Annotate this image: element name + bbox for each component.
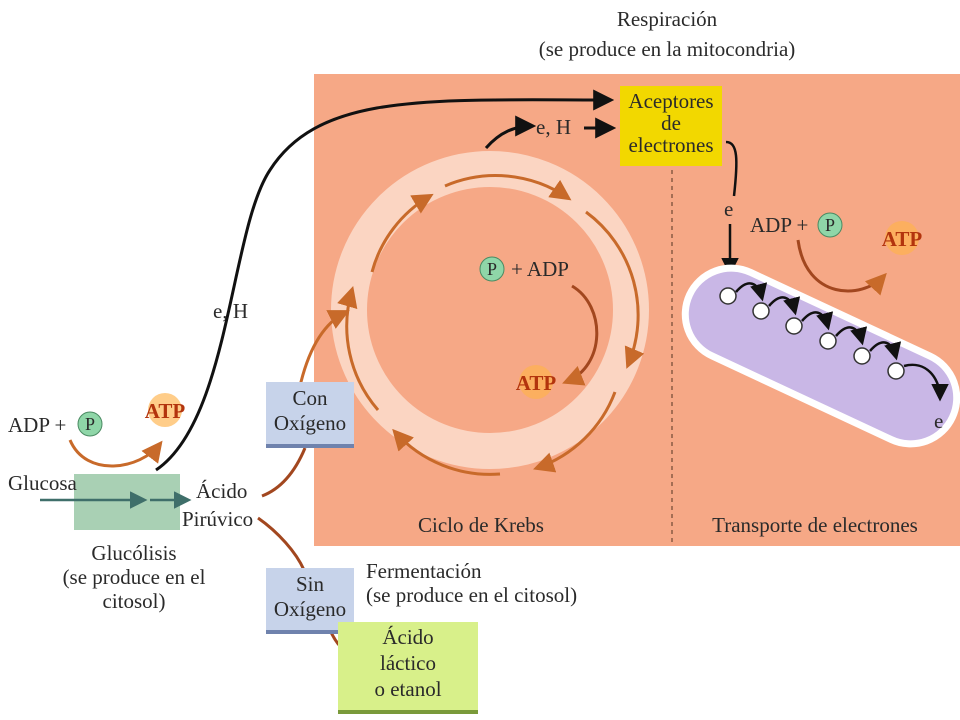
- krebs-cycle-arrows: [337, 174, 645, 476]
- acceptors-line2: de: [661, 111, 681, 135]
- without-oxygen-line2: Oxígeno: [274, 597, 346, 621]
- pyruvic-label-line1: Ácido: [196, 479, 247, 503]
- glycolysis-atp-burst-icon: [148, 393, 182, 427]
- glycolysis-e-h-label: e, H: [213, 299, 248, 323]
- etc-atp-arrow: [796, 239, 887, 296]
- electron-carrier-circles: [719, 287, 905, 380]
- electron-hop-arrows: [735, 282, 949, 402]
- glycolysis-label-line1: Glucólisis: [91, 541, 176, 565]
- respiration-subtitle: (se produce en la mitocondria): [539, 37, 796, 61]
- glycolysis-label-line2: (se produce en el: [63, 565, 206, 589]
- krebs-cycle-label: Ciclo de Krebs: [418, 513, 544, 537]
- fermentation-title: Fermentación: [366, 559, 482, 583]
- acceptors-down-line: [725, 140, 738, 197]
- krebs-phosphate-label: P: [487, 259, 497, 279]
- krebs-adp-label: + ADP: [511, 257, 569, 281]
- glycolysis-adp-label: ADP +: [8, 413, 66, 437]
- fermentation-subtitle: (se produce en el citosol): [366, 583, 577, 607]
- krebs-atp-label: ATP: [516, 371, 557, 395]
- krebs-e-h-label: e, H: [536, 115, 571, 139]
- etc-atp-burst-icon: [885, 221, 919, 255]
- glycolysis-phosphate-icon: [77, 411, 103, 437]
- electron-transport-label: Transporte de electrones: [712, 513, 918, 537]
- lactic-line1: Ácido: [382, 625, 433, 649]
- etc-phosphate-label: P: [825, 215, 835, 235]
- respiration-title: Respiración: [617, 7, 718, 31]
- lactic-line2: láctico: [380, 651, 436, 675]
- glycolysis-atp-label: ATP: [145, 399, 186, 423]
- with-oxygen-line1: Con: [292, 386, 328, 410]
- pyruvic-to-oxygen-line: [261, 447, 307, 498]
- glycolysis-phosphate-label: P: [85, 414, 95, 434]
- pyruvic-label-line2: Pirúvico: [182, 507, 253, 531]
- oxygen-to-krebs-arrow: [298, 310, 350, 387]
- lactic-acid-box: [338, 622, 478, 710]
- etc-atp-label: ATP: [882, 227, 923, 251]
- etc-e-out-label: e: [934, 409, 943, 433]
- krebs-atp-arrow: [562, 284, 599, 386]
- with-oxygen-line2: Oxígeno: [274, 411, 346, 435]
- etc-adp-label: ADP +: [750, 213, 808, 237]
- without-oxygen-box: [266, 568, 354, 630]
- glycolysis-label-line3: citosol): [103, 589, 166, 613]
- krebs-electron-arrow: [484, 115, 537, 149]
- acceptors-line1: Aceptores: [628, 89, 713, 113]
- electron-acceptors-box: [620, 86, 722, 166]
- glycolysis-electron-arrow: [155, 89, 615, 472]
- acceptors-line3: electrones: [628, 133, 713, 157]
- with-oxygen-underline: [266, 444, 354, 448]
- lactic-acid-underline: [338, 710, 478, 714]
- krebs-phosphate-icon: [479, 256, 505, 282]
- etc-e-in-label: e: [724, 197, 733, 221]
- lactic-line3: o etanol: [374, 677, 441, 701]
- without-oxygen-line1: Sin: [296, 572, 325, 596]
- pyruvic-to-no-oxygen-line: [257, 516, 306, 571]
- without-oxygen-underline: [266, 630, 354, 634]
- glycolysis-box: [74, 474, 180, 530]
- krebs-atp-burst-icon: [519, 365, 553, 399]
- glucose-label: Glucosa: [8, 471, 77, 495]
- glycolysis-atp-arrow: [68, 439, 163, 468]
- with-oxygen-box: [266, 382, 354, 444]
- etc-phosphate-icon: [817, 212, 843, 238]
